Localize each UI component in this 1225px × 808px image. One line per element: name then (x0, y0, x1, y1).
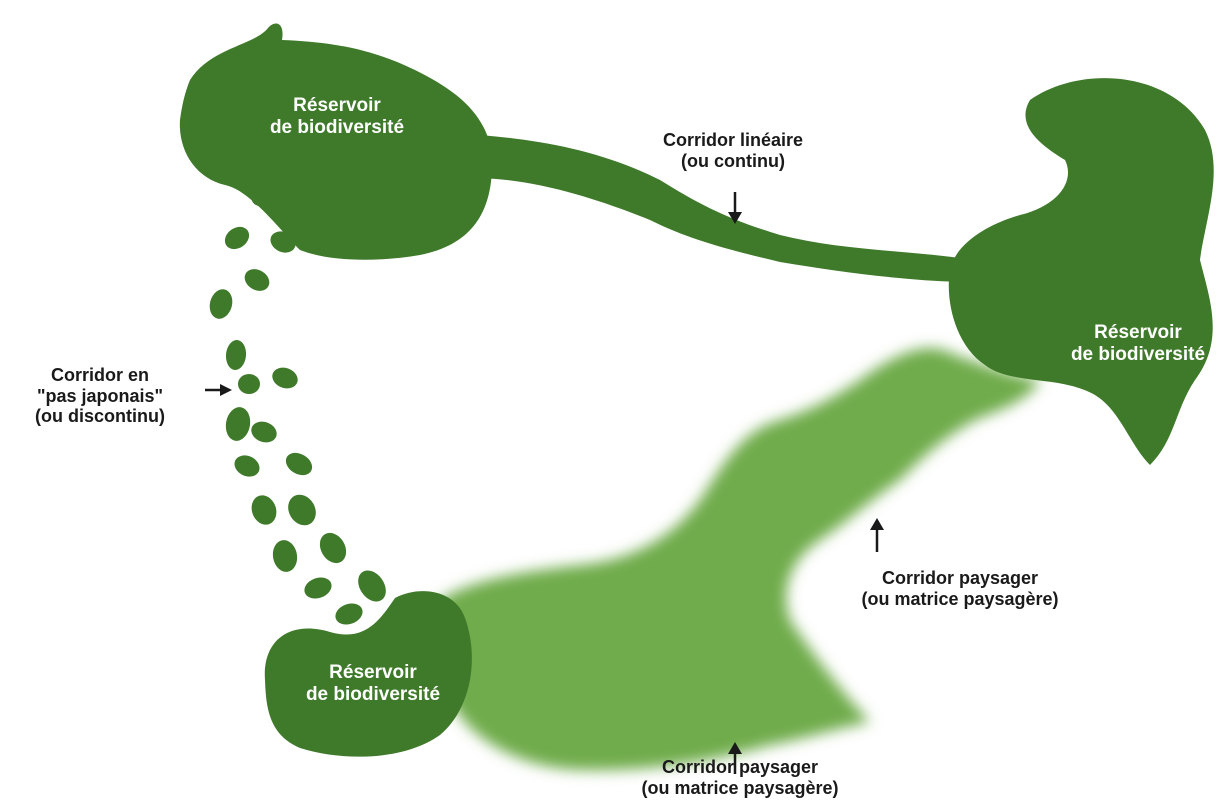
corridor-landscape-bottom-label: Corridor paysager (ou matrice paysagère) (620, 757, 860, 798)
reservoir-label-bottom-left: Réservoir de biodiversité (293, 662, 453, 706)
corridor-stepping-quote: "pas japonais" (36, 385, 164, 406)
reservoir-shape-right (948, 78, 1214, 465)
reservoir-shape-top-left (179, 23, 493, 260)
corridor-stepping-label: Corridor en "pas japonais" (ou discontin… (0, 365, 200, 427)
stepping-stone-corridor (209, 185, 386, 625)
reservoir-label-line1: Réservoir (329, 662, 417, 683)
reservoir-label-line1: Réservoir (1094, 322, 1182, 343)
arrow-linear-corridor (728, 192, 742, 224)
corridor-landscape-subtitle: (ou matrice paysagère) (861, 588, 1059, 609)
corridor-linear-subtitle: (ou continu) (681, 150, 785, 171)
landscape-corridor-matrix (433, 348, 1040, 771)
reservoir-label-line2: de biodiversité (305, 683, 441, 705)
arrow-landscape-right (870, 518, 884, 552)
arrow-landscape-bottom (728, 742, 742, 774)
reservoir-label-line2: de biodiversité (269, 116, 405, 138)
corridor-landscape-title: Corridor paysager (661, 757, 819, 777)
corridor-stepping-title: Corridor en (50, 365, 149, 385)
reservoir-label-line2: de biodiversité (1070, 343, 1206, 365)
linear-corridor (480, 135, 960, 282)
reservoir-shape-bottom-left (264, 591, 472, 757)
corridor-linear-title: Corridor linéaire (662, 130, 804, 150)
reservoir-label-right: Réservoir de biodiversité (1058, 322, 1218, 366)
reservoir-label-top-left: Réservoir de biodiversité (262, 95, 412, 139)
arrow-stepping-stone (205, 384, 232, 396)
corridor-stepping-subtitle: (ou discontinu) (35, 406, 165, 427)
corridor-linear-label: Corridor linéaire (ou continu) (628, 130, 838, 171)
reservoir-label-line1: Réservoir (293, 95, 381, 116)
corridor-landscape-right-label: Corridor paysager (ou matrice paysagère) (830, 568, 1090, 609)
corridor-landscape-title: Corridor paysager (881, 568, 1039, 588)
corridor-landscape-subtitle: (ou matrice paysagère) (641, 777, 839, 798)
